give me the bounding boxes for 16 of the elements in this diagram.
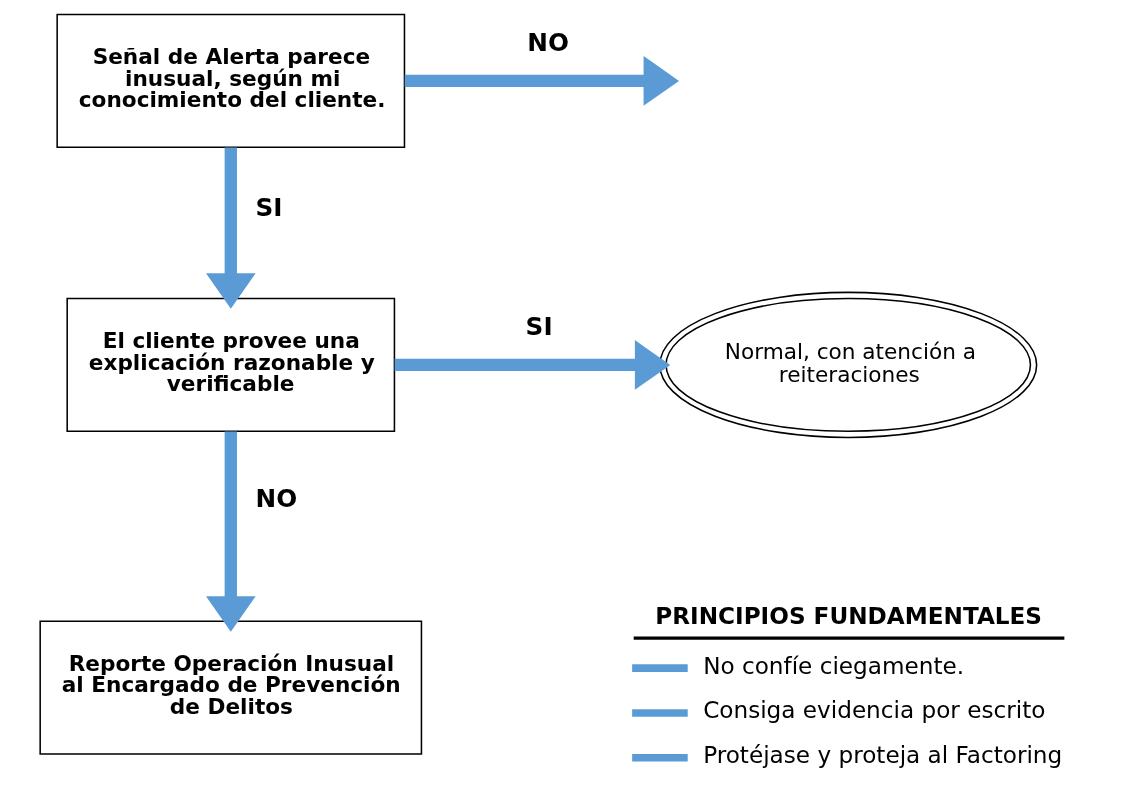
edge-label: NO	[255, 483, 298, 513]
edge-label: SI	[525, 312, 553, 342]
arrow	[205, 431, 256, 632]
edge-label: NO	[527, 28, 569, 58]
node-box: Señal de Alerta parece inusual, según mi conocimiento del cliente.	[56, 13, 406, 149]
legend-label: Consiga evidencia por escrito	[703, 697, 1046, 724]
arrow	[394, 340, 671, 390]
legend-label: No confíe ciegamente.	[703, 652, 965, 679]
node-box: El cliente provee una explicación razonable y verificable	[66, 297, 396, 433]
arrow	[205, 147, 256, 309]
label: PRINCIPIOS FUNDAMENTALES	[655, 603, 1043, 630]
edge-label: SI	[255, 193, 283, 223]
legend-label: Protéjase y proteja al Factoring	[703, 742, 1063, 769]
node-ellipse: Normal, con atención a reiteraciones	[659, 291, 1038, 439]
arrow	[404, 56, 680, 106]
node-box: Reporte Operación Inusual al Encargado de Prevención de Delitos	[39, 620, 423, 755]
